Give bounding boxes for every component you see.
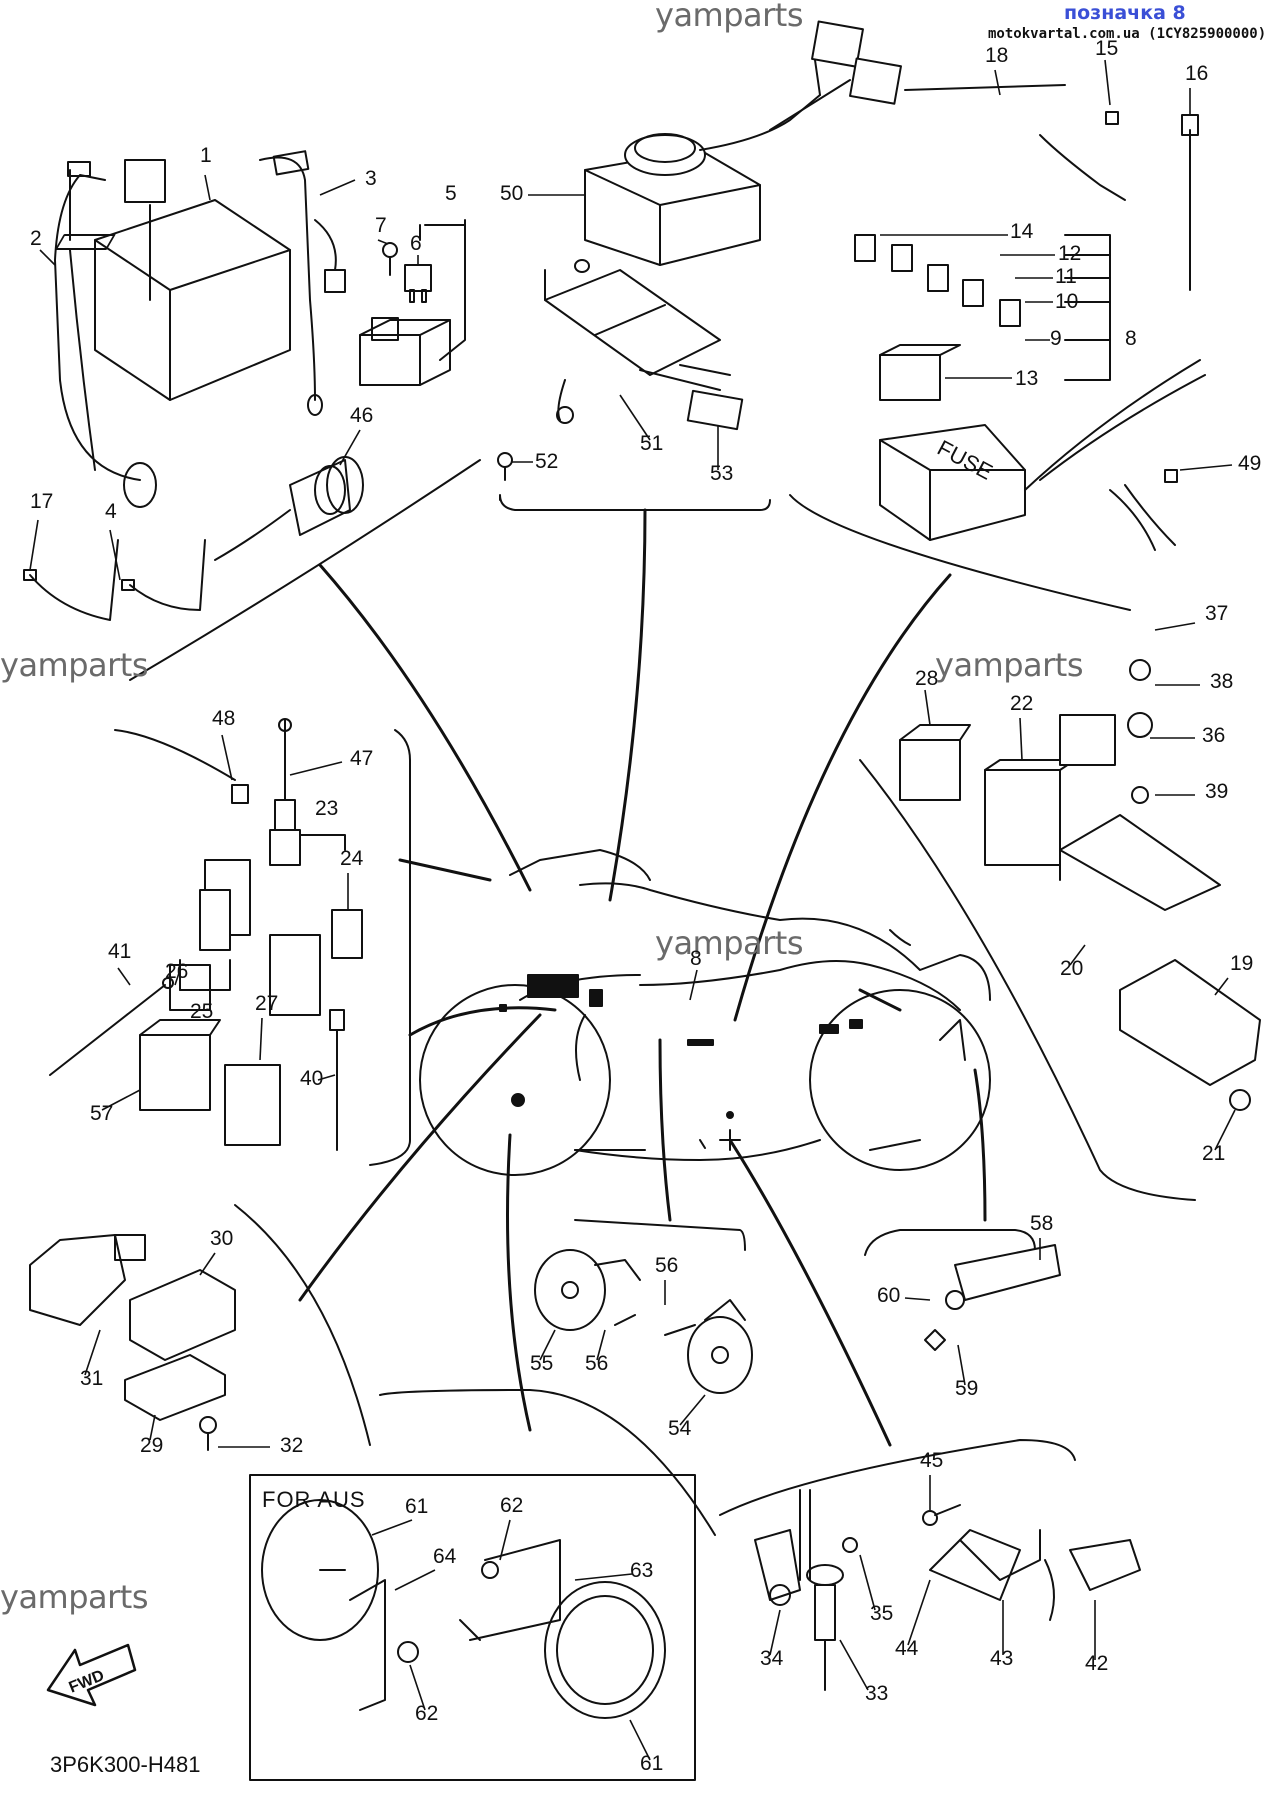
part-mark-badge: позначка 8 [1064,2,1186,24]
license-lamp-group [924,1244,1061,1351]
cable-ties-left [23,539,206,621]
for-aus-box [249,1474,696,1781]
fuse-group-boundary [789,494,1131,611]
fwd-arrow [46,1643,137,1707]
horn-group [534,1249,753,1394]
watermark: yamparts [0,646,149,684]
switch-group-boundary [719,1439,1076,1516]
cdi-group [497,20,902,481]
battery-group [54,150,346,508]
watermark: yamparts [935,646,1084,684]
cdi-group-boundary [499,494,771,511]
diagram-code: 3P6K300-H481 [50,1752,201,1777]
rectifier-group [29,1234,236,1451]
rectifier-group-boundary [234,1204,371,1446]
right-group-boundary [859,759,1196,1201]
horn-group-boundary [574,1219,746,1251]
for-aus-label: FOR AUS [262,1487,366,1512]
relay-group-boundary [369,729,411,1166]
main-switch-group [214,456,364,561]
fuse-box-group [854,84,1206,551]
watermark: yamparts [0,1578,149,1616]
aus-group-boundary [379,1389,716,1536]
battery-group-boundary [129,459,481,681]
watermark: yamparts [655,0,804,34]
right-electrical-group [899,659,1261,1111]
leader-arrows [298,508,987,1447]
watermark: yamparts [655,924,804,962]
lamp-group-boundary [864,1229,1036,1256]
motorcycle-outline [419,849,991,1176]
starter-relay-group [359,242,451,386]
relay-group [49,718,363,1151]
for-aus-reflectors [261,1499,666,1719]
source-caption: motokvartal.com.ua (1CY825900000) [988,26,1267,42]
switch-group [754,1489,1141,1691]
